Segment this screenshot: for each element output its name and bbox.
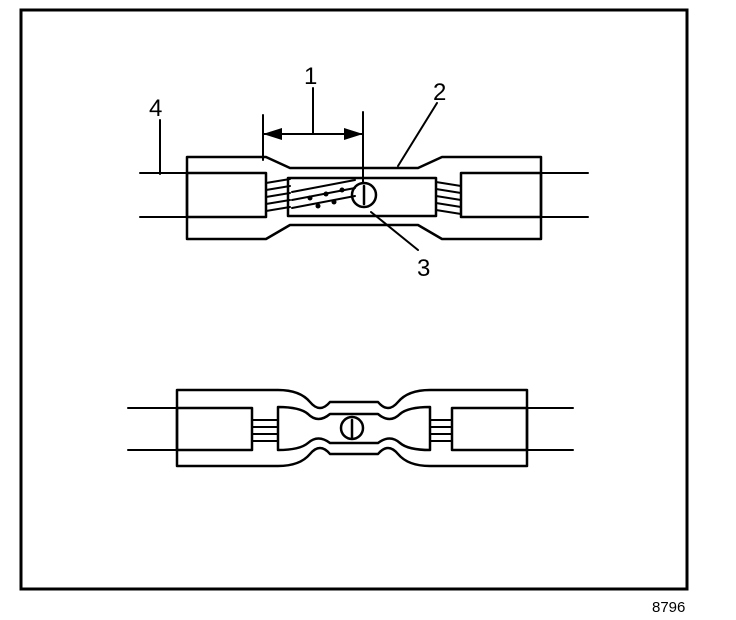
crimped-splice [127,388,574,468]
crimped-sleeve [175,388,529,468]
splice-sleeve [185,155,543,241]
uncrimped-splice [139,87,589,251]
figure-frame [19,8,689,591]
callout-4: 4 [149,95,162,122]
right-strands [435,181,462,215]
left-strands [265,178,291,212]
callout-3: 3 [417,255,430,282]
wire-stop [350,181,378,209]
crimped-left-strands [251,419,279,442]
crimped-wire-stop [339,415,365,441]
callout-1: 1 [304,63,317,90]
callout-2: 2 [433,79,446,106]
inner-strands [291,179,356,209]
crimped-right-strands [429,419,453,442]
figure-number: 8796 [652,599,685,616]
